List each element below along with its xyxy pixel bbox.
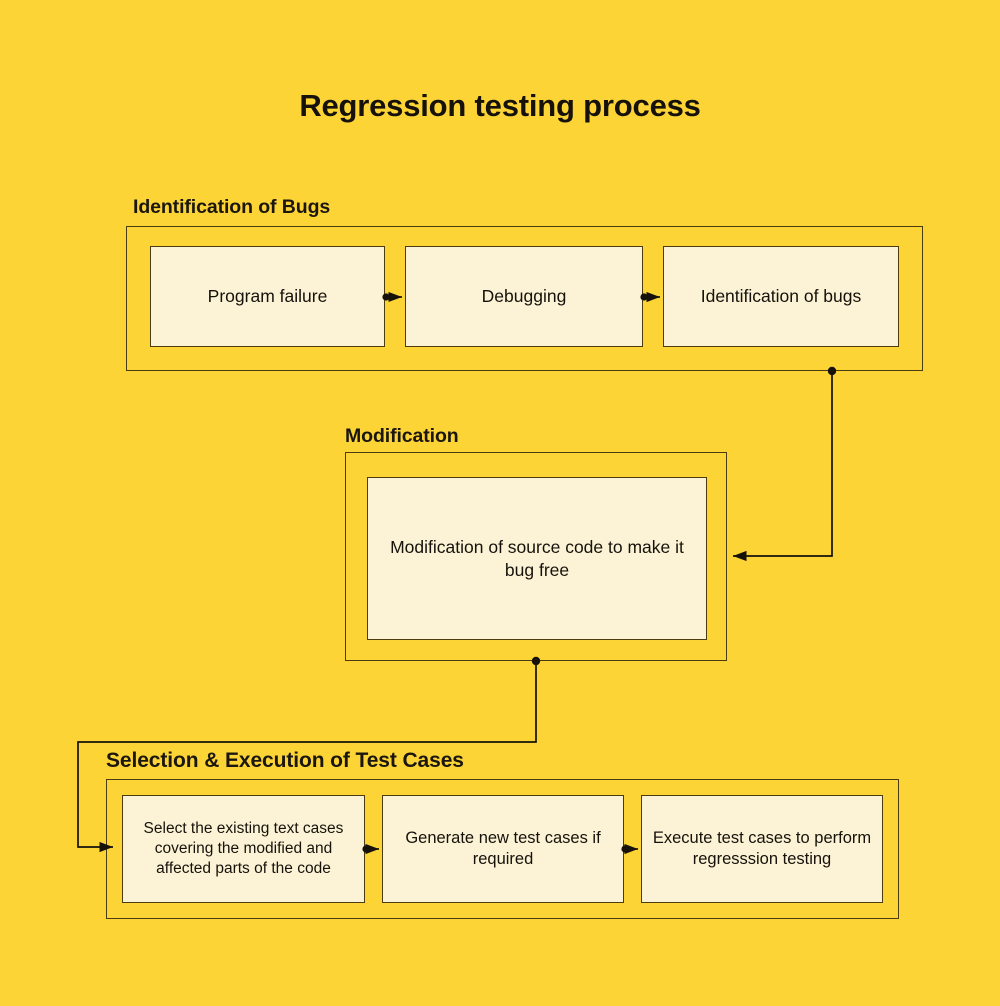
process-box-modify-source-code[interactable]: Modification of source code to make it b… [367,477,707,640]
process-box-debugging[interactable]: Debugging [405,246,643,347]
section-label-modification: Modification [345,425,459,447]
process-box-select-existing-cases[interactable]: Select the existing text cases covering … [122,795,365,903]
page-title: Regression testing process [299,88,701,123]
process-box-execute-test-cases[interactable]: Execute test cases to perform regresssio… [641,795,883,903]
section-label-selection-execution: Selection & Execution of Test Cases [106,749,464,772]
section-label-identification: Identification of Bugs [133,196,331,218]
connector-identification-to-modification [733,366,837,562]
process-box-generate-new-cases[interactable]: Generate new test cases if required [382,795,624,903]
process-box-identification-of-bugs[interactable]: Identification of bugs [663,246,899,347]
process-box-program-failure[interactable]: Program failure [150,246,385,347]
